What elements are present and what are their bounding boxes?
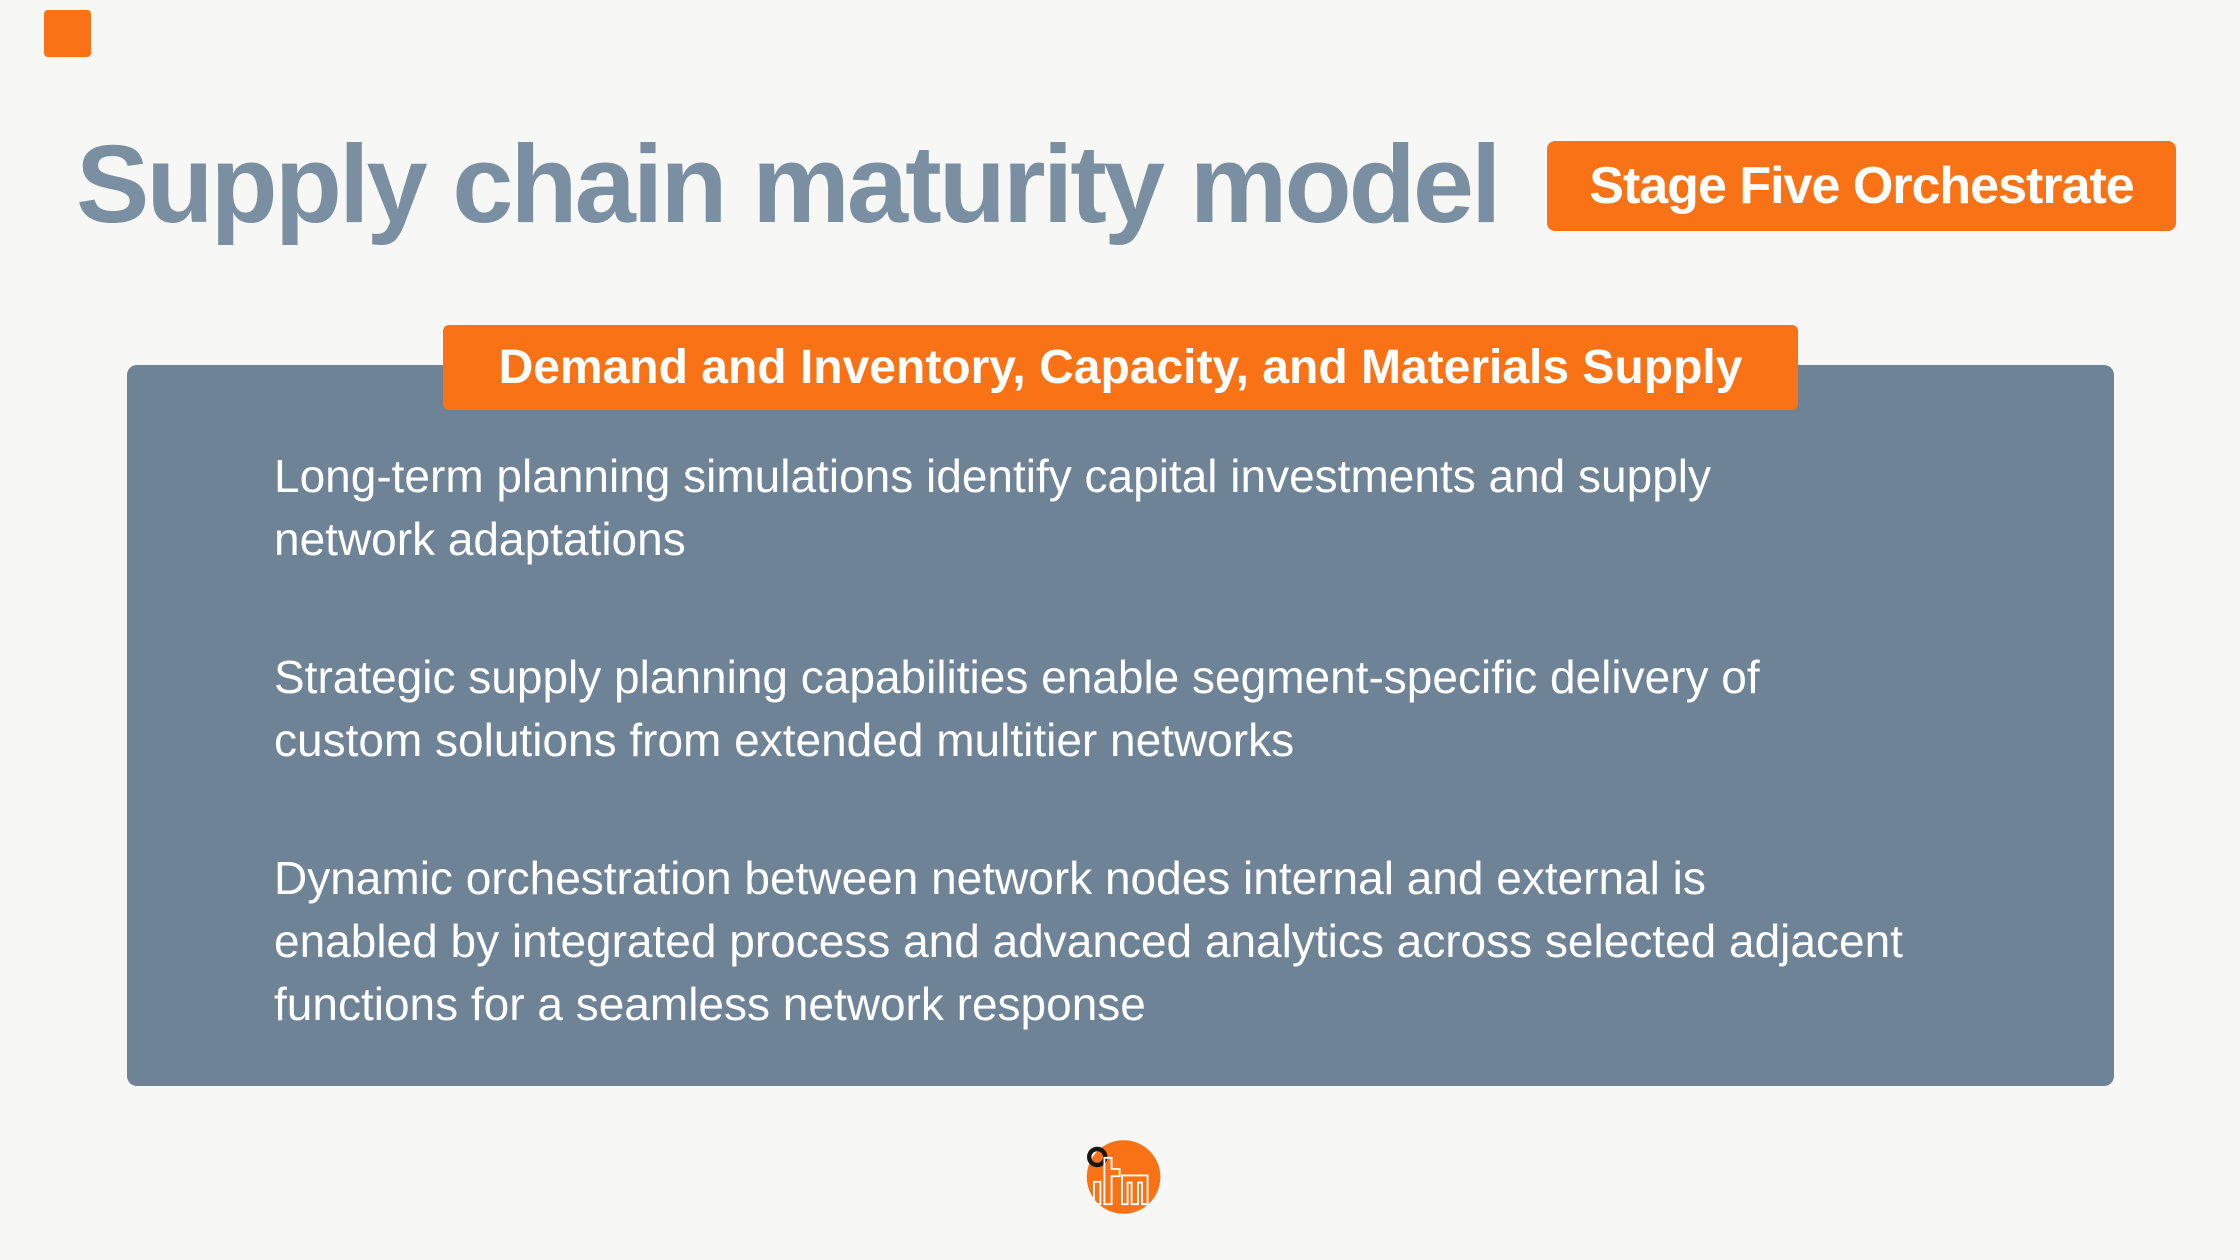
category-banner: Demand and Inventory, Capacity, and Mate…	[443, 325, 1798, 410]
ifm-logo	[1082, 1137, 1162, 1217]
paragraph-dynamic-orchestration: Dynamic orchestration between network no…	[274, 852, 1903, 1030]
accent-square	[44, 10, 91, 57]
slide-title: Supply chain maturity model	[76, 123, 1502, 246]
panel-text: Long-term planning simulations identify …	[274, 445, 2054, 1036]
paragraph-strategic-supply: Strategic supply planning capabilities e…	[274, 651, 1760, 766]
stage-badge: Stage Five Orchestrate	[1547, 141, 2176, 231]
ifm-logo-icon	[1086, 1140, 1161, 1214]
paragraph-long-term-planning: Long-term planning simulations identify …	[274, 450, 1712, 565]
content-panel	[127, 365, 2114, 1086]
